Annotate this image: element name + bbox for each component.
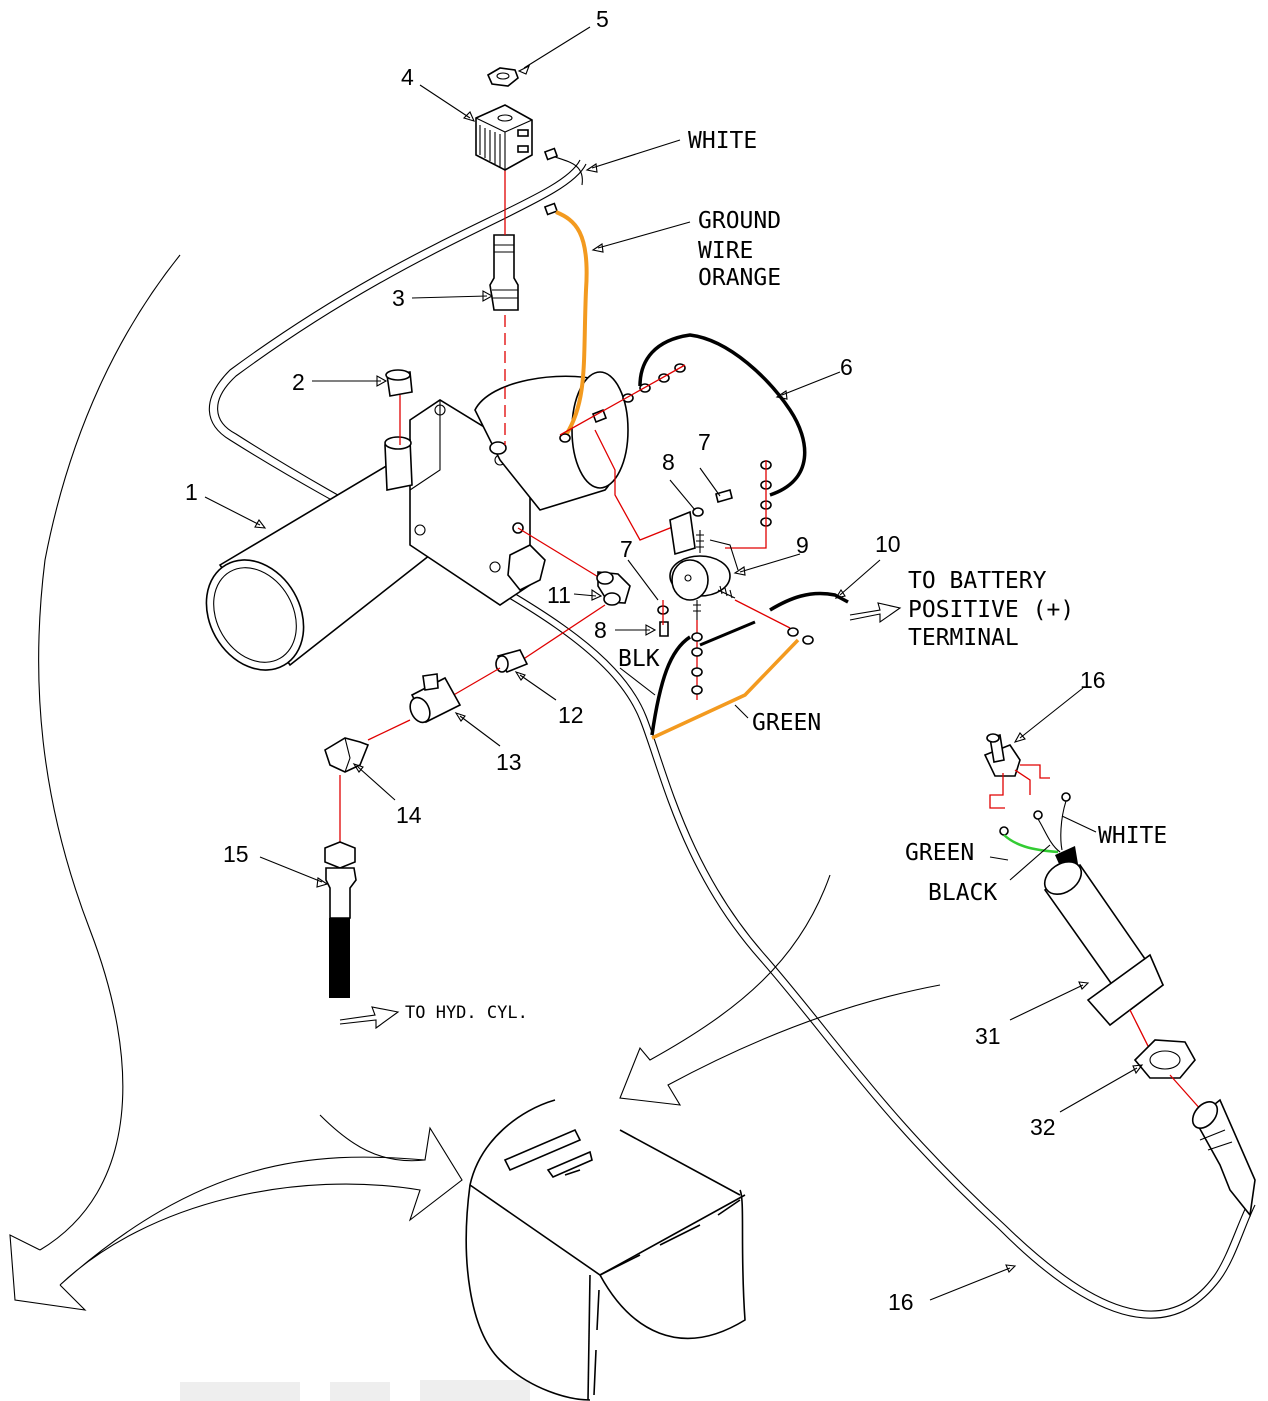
label-part-13: 13	[496, 749, 522, 775]
label-battery-line2: POSITIVE (+)	[908, 597, 1074, 623]
label-part-8-upper: 8	[662, 449, 675, 475]
label-part-9: 9	[796, 532, 809, 558]
battery-arrow	[849, 602, 902, 624]
label-ground-line1: GROUND	[698, 208, 781, 234]
switch-16	[983, 733, 1071, 836]
label-ground-line3: ORANGE	[698, 265, 781, 291]
label-part-8-lower: 8	[594, 617, 607, 643]
hydraulic-fittings	[324, 527, 631, 998]
breather-plug-2	[385, 369, 413, 445]
motor-pump-assembly	[205, 371, 629, 671]
label-black-right: BLACK	[928, 880, 997, 906]
nut-5	[486, 67, 519, 87]
wire-labels: WHITE GROUND WIRE ORANGE TO BATTERY POSI…	[405, 128, 1167, 1023]
label-part-2: 2	[292, 369, 305, 395]
label-part-11: 11	[547, 582, 571, 608]
label-part-6: 6	[840, 354, 853, 380]
label-part-5: 5	[596, 6, 609, 32]
label-part-12: 12	[558, 702, 584, 728]
label-part-10: 10	[875, 531, 901, 557]
label-part-4: 4	[401, 64, 414, 90]
solenoid-coil-4	[475, 104, 533, 171]
label-part-15: 15	[223, 841, 249, 867]
leader-lines	[204, 26, 1144, 1301]
label-part-32: 32	[1030, 1114, 1056, 1140]
label-battery-line1: TO BATTERY	[908, 568, 1047, 594]
label-white-right: WHITE	[1098, 823, 1167, 849]
label-part-1: 1	[185, 479, 198, 505]
cable-plug	[1191, 1098, 1256, 1217]
cover-box	[465, 1099, 746, 1401]
label-part-16-upper: 16	[1080, 667, 1106, 693]
label-battery-line3: TERMINAL	[908, 625, 1019, 651]
part-number-labels: 5 4 3 2 6 7 8 1 9 10 7 11 8 12 13 14 15 …	[185, 6, 1106, 1315]
start-solenoid-9	[594, 429, 814, 700]
label-ground-line2: WIRE	[698, 238, 753, 264]
nut-32	[1133, 1039, 1211, 1121]
label-part-7-upper: 7	[698, 429, 711, 455]
harness-6	[559, 333, 807, 549]
blk-and-green-wires	[650, 620, 800, 740]
label-hyd-cyl: TO HYD. CYL.	[405, 1003, 528, 1023]
label-part-7-lower: 7	[620, 536, 633, 562]
valve-stem-3	[489, 170, 519, 445]
label-part-16-lower: 16	[888, 1289, 914, 1315]
battery-cable-10	[769, 591, 849, 612]
label-green-mid: GREEN	[752, 710, 821, 736]
watermark	[180, 1380, 530, 1401]
hyd-cyl-arrow	[339, 1006, 400, 1030]
guide-arrows	[9, 254, 941, 1311]
label-part-31: 31	[975, 1023, 1001, 1049]
long-cable-16	[208, 159, 1256, 1319]
orange-ground-wire	[543, 202, 589, 443]
label-blk: BLK	[618, 646, 660, 672]
label-green-right: GREEN	[905, 840, 974, 866]
connector-31	[1003, 800, 1165, 1071]
label-white-top: WHITE	[688, 128, 757, 154]
label-part-3: 3	[392, 285, 405, 311]
white-wire-top	[543, 147, 583, 186]
label-part-14: 14	[396, 802, 422, 828]
